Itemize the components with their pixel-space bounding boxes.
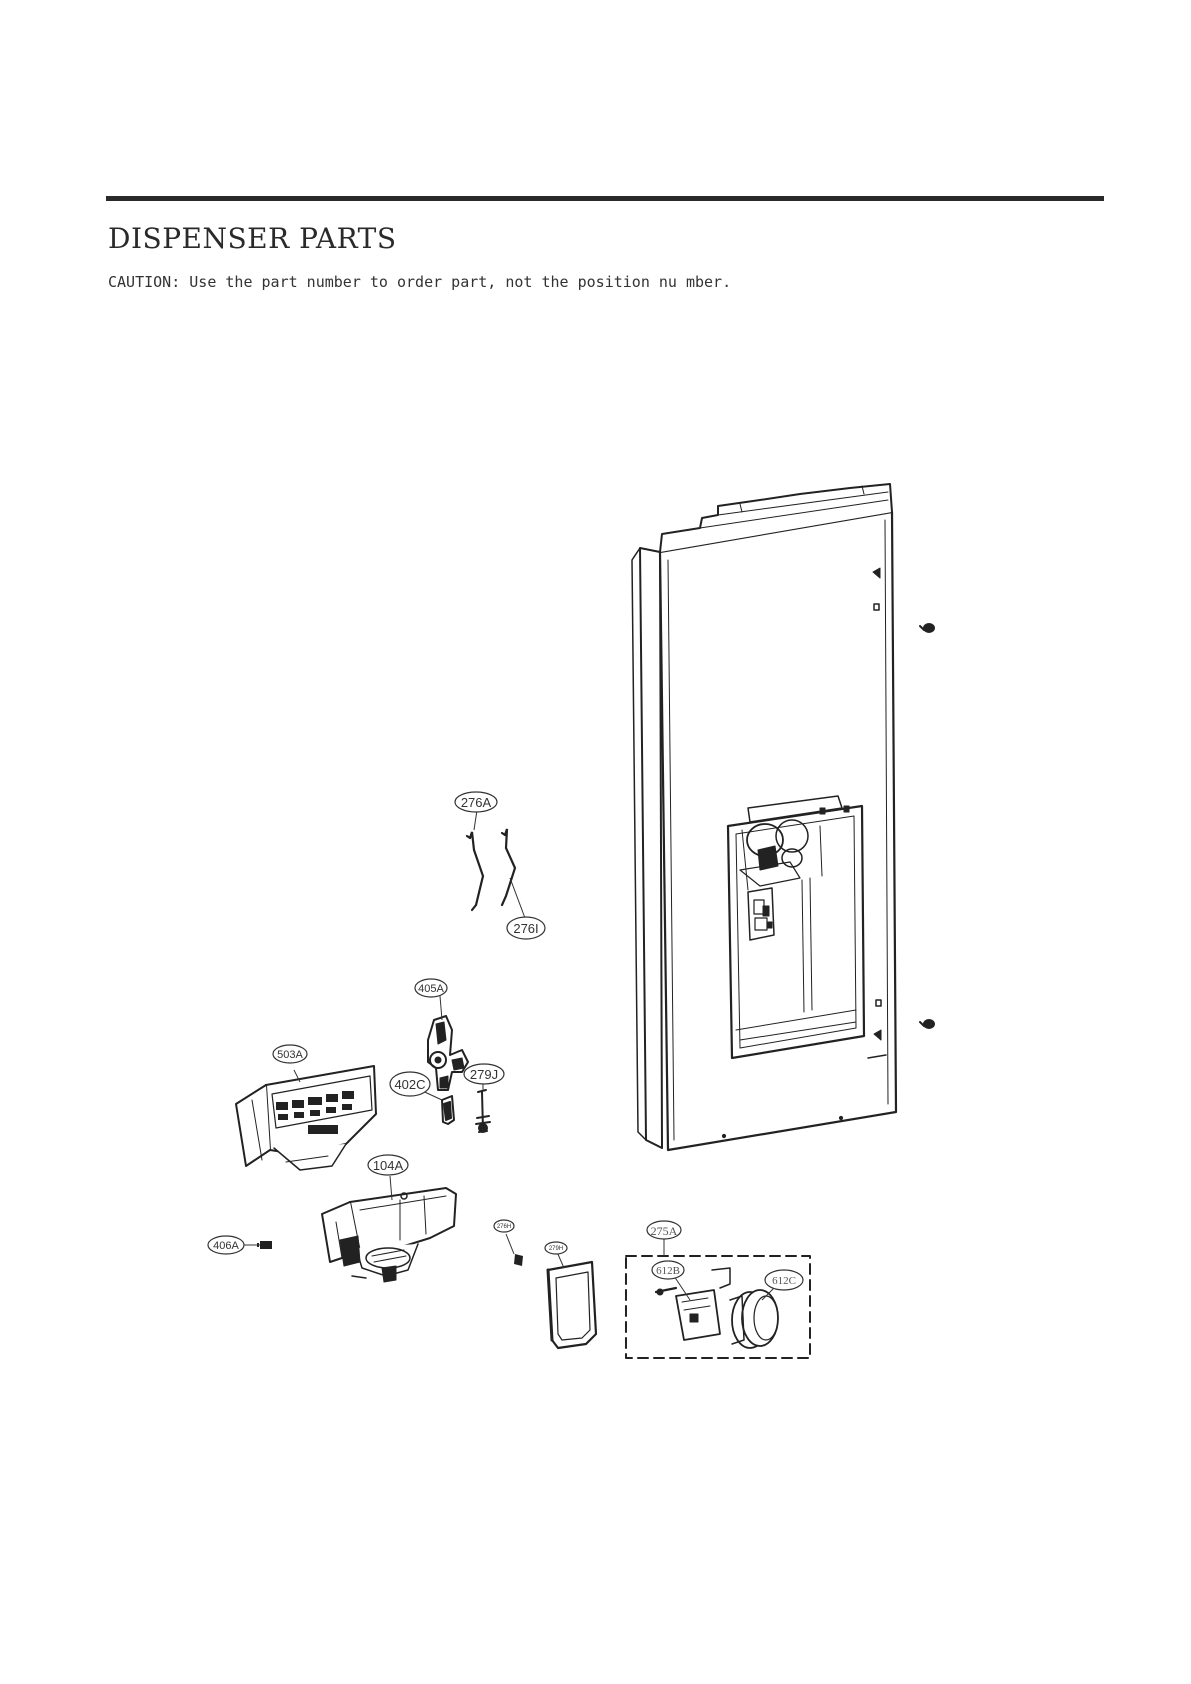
part-104A-housing bbox=[321, 1187, 457, 1283]
callout-503A: 503A bbox=[277, 1049, 303, 1061]
part-402C-bracket bbox=[441, 1095, 455, 1125]
callout-279H: 279H bbox=[549, 1246, 563, 1252]
callout-402C: 402C bbox=[394, 1077, 425, 1092]
callout-275A-bubble bbox=[646, 1220, 682, 1240]
callout-276H: 276H bbox=[497, 1224, 511, 1230]
callout-276I: 276I bbox=[513, 921, 538, 936]
part-275A-switch-assembly bbox=[625, 1255, 811, 1359]
callout-275A: 275A bbox=[651, 1224, 678, 1238]
callout-612C: 612C bbox=[772, 1275, 796, 1287]
callout-406A-bubble bbox=[207, 1235, 245, 1255]
part-279H-cover bbox=[546, 1260, 598, 1350]
callout-276A: 276A bbox=[461, 795, 492, 810]
part-503A-control-panel bbox=[235, 1065, 377, 1171]
part-279J-pin bbox=[475, 1089, 491, 1133]
callout-612B-bubble bbox=[651, 1260, 685, 1280]
callout-104A-bubble bbox=[367, 1154, 409, 1176]
callout-612C-bubble bbox=[764, 1269, 804, 1291]
part-276A-springs bbox=[465, 828, 517, 912]
callout-279J: 279J bbox=[470, 1067, 498, 1082]
callout-labels: 276A 276I 405A 503A 402C 279J 104A 406A … bbox=[213, 795, 796, 1287]
callout-104A: 104A bbox=[373, 1158, 404, 1173]
part-276H-spring bbox=[514, 1254, 523, 1266]
callout-276I-bubble bbox=[506, 916, 546, 940]
caution-note: CAUTION: Use the part number to order pa… bbox=[108, 273, 732, 291]
callout-406A: 406A bbox=[213, 1240, 239, 1252]
callout-279J-bubble bbox=[463, 1063, 505, 1085]
callouts bbox=[207, 791, 804, 1291]
door-panel bbox=[631, 483, 935, 1152]
part-406A-screw bbox=[257, 1241, 272, 1249]
callout-276H-bubble bbox=[493, 1219, 515, 1233]
header-rule bbox=[106, 196, 1104, 201]
callout-402C-bubble bbox=[389, 1071, 431, 1097]
page-title: DISPENSER PARTS bbox=[108, 222, 397, 255]
callout-276A-bubble bbox=[454, 791, 498, 813]
part-405A-bracket bbox=[427, 1015, 469, 1091]
callout-405A: 405A bbox=[418, 983, 444, 995]
callout-279H-bubble bbox=[544, 1241, 568, 1255]
callout-503A-bubble bbox=[272, 1044, 308, 1064]
callout-405A-bubble bbox=[414, 978, 448, 998]
callout-612B: 612B bbox=[656, 1265, 680, 1277]
